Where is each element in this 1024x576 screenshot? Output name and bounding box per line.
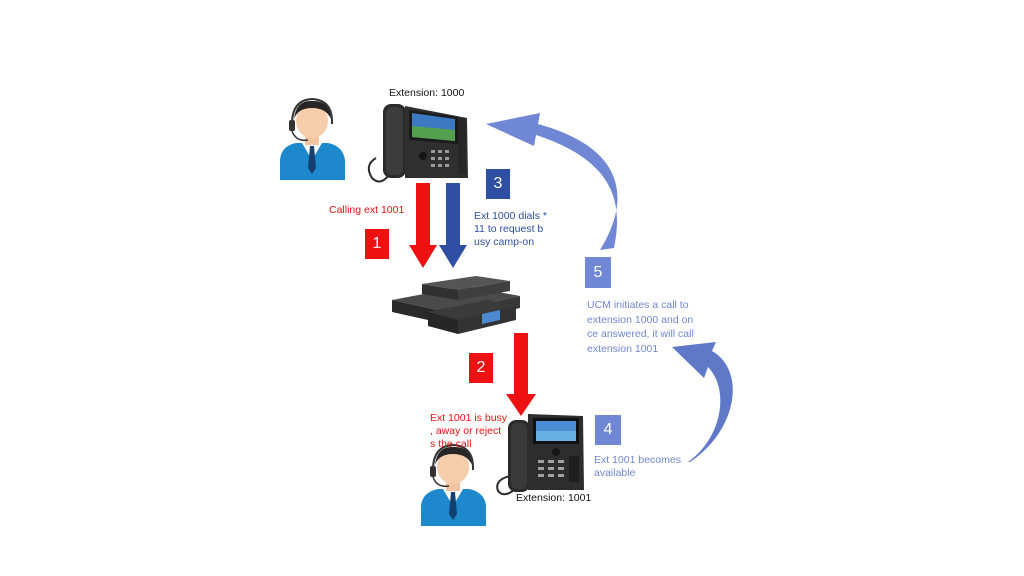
agent-avatar-bottom bbox=[421, 443, 486, 526]
extension-1000-label: Extension: 1000 bbox=[389, 87, 465, 99]
desk-phone-1001 bbox=[496, 414, 584, 496]
extension-1001-label: Extension: 1001 bbox=[516, 492, 592, 504]
desk-phone-1000 bbox=[367, 104, 468, 183]
step-3-badge: 3 bbox=[486, 169, 510, 199]
arrow-step1-red bbox=[409, 183, 437, 268]
ucm-pbx-devices bbox=[392, 276, 520, 334]
calling-ext-label: Calling ext 1001 bbox=[329, 204, 405, 216]
curved-arrow-step4 bbox=[672, 342, 733, 462]
becomes-available-label: Ext 1001 becomes available bbox=[594, 454, 681, 479]
curved-arrow-step5 bbox=[486, 113, 618, 250]
step-5-badge: 5 bbox=[585, 257, 611, 288]
step-1-badge: 1 bbox=[365, 229, 389, 259]
arrow-step3-blue bbox=[439, 183, 467, 268]
agent-avatar-top bbox=[280, 97, 345, 180]
step-4-badge: 4 bbox=[595, 415, 621, 445]
ext-busy-label: Ext 1001 is busy , away or reject s the … bbox=[430, 412, 508, 450]
dials-camp-on-label: Ext 1000 dials * 11 to request b usy cam… bbox=[474, 210, 547, 248]
arrow-step2-red bbox=[506, 333, 536, 416]
step-2-badge: 2 bbox=[469, 353, 493, 383]
ucm-initiates-label: UCM initiates a call to extension 1000 a… bbox=[587, 299, 694, 355]
